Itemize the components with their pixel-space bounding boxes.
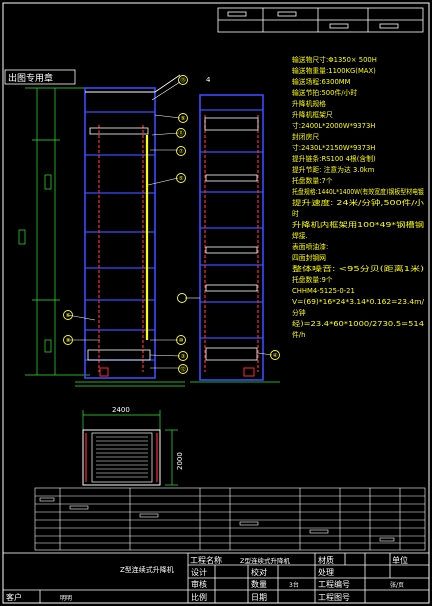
plan-depth-dimension: 2000 — [176, 452, 184, 470]
callout-circle — [63, 310, 73, 320]
spec-line: 输送节拍:500件/小时 — [292, 88, 357, 97]
callout-circle — [178, 75, 188, 85]
spec-line: 提升节距: 注意为达 3.0km — [292, 165, 375, 174]
spec-line: 输送物重量:1100KG(MAX) — [292, 66, 376, 75]
product-name: Z型连续式升降机 — [120, 565, 174, 574]
spec-line: 托盘数量:9个 — [292, 275, 333, 284]
project-name-label: 工程名称 — [190, 555, 222, 565]
callout-labels: ⑬ ⑨ ⑪ ⑦ ⑤ ⑥ ⑧ ⑩ ③ ⑫ ④ — [66, 76, 278, 373]
callout-label: ⑤ — [179, 176, 184, 182]
project-no-label: 工程编号 — [318, 579, 350, 589]
callout-circle — [178, 364, 188, 374]
callout-label: ③ — [181, 354, 186, 360]
quantity-label: 数量 — [251, 579, 267, 589]
callout-circle — [177, 293, 187, 303]
parts-list-table — [34, 487, 426, 551]
spec-line: V=(69)*16*24*3.14*0.162=23.4m/ — [292, 298, 425, 306]
callout-circle — [176, 146, 186, 156]
design-label: 设计 — [191, 567, 207, 577]
callout-label: ⑪ — [178, 129, 184, 137]
scale-label: 比例 — [191, 592, 207, 602]
spec-line: 寸:2400L*2000W*9373H — [292, 121, 375, 130]
title-block-text: Z型连续式升降机 工程名称 Z型连续式升降机 材质 单位 设计 校对 处理 审核… — [6, 555, 408, 602]
callout-label: ⑥ — [66, 313, 71, 319]
front-elevation — [75, 74, 185, 387]
check-label: 校对 — [251, 567, 267, 577]
project-name-value: Z型连续式升降机 — [240, 556, 290, 565]
spec-line: 寸:2430L*2150W*9373H — [292, 143, 375, 152]
treatment-label: 处理 — [318, 567, 334, 577]
sheet-label: 张/页 — [390, 581, 404, 589]
callout-circle — [176, 173, 186, 183]
spec-line: 托盘数量:7个 — [292, 176, 333, 185]
side-elevation — [190, 94, 280, 383]
stamp-area: 出图专用章 — [4, 69, 76, 85]
spec-line: 升降机规格 — [292, 99, 326, 108]
title-block — [2, 552, 430, 604]
spec-line: 提升速度: 24米/分钟,500件/小 — [292, 198, 424, 207]
spec-line: 输送场程:6300MM — [292, 77, 351, 86]
spec-line: 输送物尺寸:Φ1350× 500H — [292, 55, 377, 64]
spec-line: 提升链条:RS100 4根(含制) — [292, 154, 376, 163]
callout-circle — [178, 113, 188, 123]
callout-circle — [63, 335, 73, 345]
spec-line: 封闭房尺 — [292, 132, 319, 141]
left-dimension-chain — [18, 87, 90, 376]
callout-label: ⑧ — [66, 338, 71, 344]
callout-label: ⑬ — [180, 76, 186, 84]
spec-line: 整体噪音: <95分贝(距离1米) — [292, 264, 425, 273]
unit-label: 单位 — [392, 555, 408, 565]
review-label: 审核 — [191, 579, 207, 589]
drawing-no-label: 工程图号 — [318, 593, 350, 602]
spec-line: 升降机内框架用100*49*钢槽钢 — [292, 220, 424, 229]
spec-line: 四面封钢网 — [292, 253, 326, 262]
callout-label: ⑦ — [179, 148, 184, 155]
material-label: 材质 — [318, 555, 334, 565]
callout-circles — [63, 75, 280, 374]
callout-circle — [176, 128, 186, 138]
callout-label: ⑩ — [179, 337, 184, 344]
callout-circle — [176, 335, 186, 345]
spec-line: 表面喷油漆: — [292, 242, 328, 251]
spec-line: 焊接. — [292, 231, 308, 240]
callout-circle — [178, 351, 188, 361]
spec-line: 件/h — [292, 330, 305, 339]
stamp-label: 出图专用章 — [8, 72, 53, 84]
callout-label: ④ — [273, 353, 278, 359]
spec-line: 时 — [292, 209, 299, 218]
spec-line: 升降机框架尺 — [292, 110, 333, 119]
top-marker: 4 — [206, 76, 211, 84]
date-label: 日期 — [251, 593, 267, 602]
quantity-value: 3台 — [289, 581, 299, 589]
spec-line: 分钟 — [292, 308, 306, 317]
callout-label: ⑨ — [181, 115, 186, 122]
header-table — [217, 7, 424, 33]
callout-label: ⑫ — [180, 365, 186, 373]
spec-line: CHHM4-5125-0-21 — [292, 287, 355, 295]
spec-list: 输送物尺寸:Φ1350× 500H 输送物重量:1100KG(MAX) 输送场程… — [292, 55, 425, 339]
callout-circle — [270, 350, 280, 360]
plan-view: 2400 2000 — [82, 406, 184, 486]
spec-line: 经)=23.4*60*1000/2730.5=514 — [292, 319, 424, 328]
customer-label: 客户 — [6, 592, 22, 602]
leader-lines — [67, 81, 273, 369]
spec-line: 托盘规格:1440L*1400W(有效宽度)钢板型材电镀 — [292, 187, 424, 196]
plan-width-dimension: 2400 — [112, 406, 130, 414]
customer-value: 明明 — [60, 595, 72, 602]
